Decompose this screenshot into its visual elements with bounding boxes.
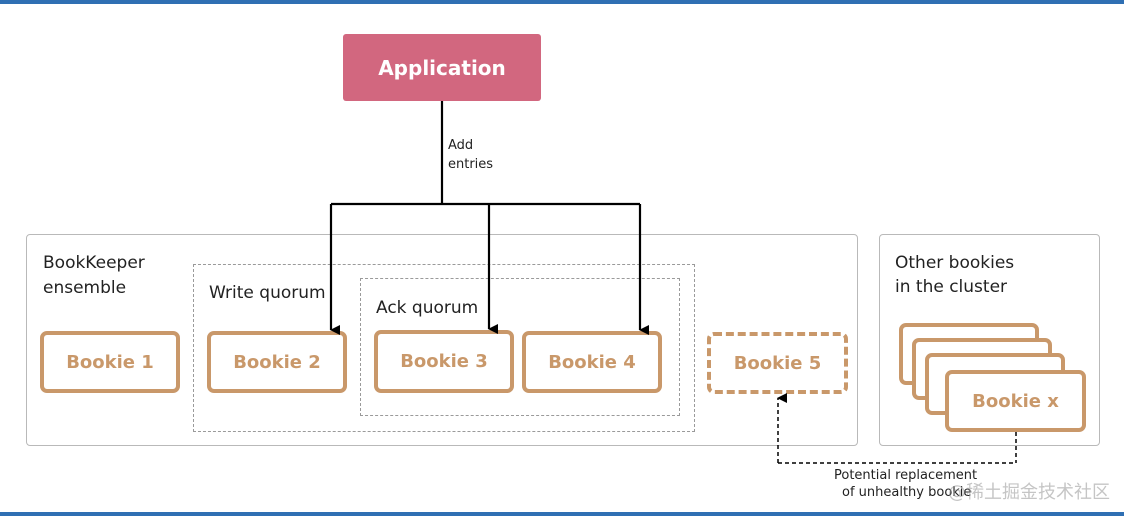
watermark: @稀土掘金技术社区 [948,482,1110,503]
application-label: Application [378,55,506,80]
bookie-x: Bookie x [945,370,1086,432]
bookie-3: Bookie 3 [374,330,514,393]
bookie-4: Bookie 4 [522,331,662,393]
ack-quorum-label: Ack quorum [376,298,479,318]
bookie-x-label: Bookie x [972,390,1059,412]
replacement-arrow [777,393,1017,464]
bookie-5-label: Bookie 5 [733,352,822,374]
ensemble-title-line1: BookKeeper [43,253,145,273]
write-quorum-group [193,264,695,432]
ensemble-title-line2: ensemble [43,278,127,298]
bottom-border [0,512,1124,516]
cluster-title-line1: Other bookies [895,253,1015,273]
add-entries-label-line2: entries [448,157,494,172]
bookie-1-label: Bookie 1 [66,351,154,373]
write-quorum-label: Write quorum [209,283,326,303]
bookie-1: Bookie 1 [40,331,180,393]
replacement-label-line2: of unhealthy bookie [842,485,972,500]
bookie-4-label: Bookie 4 [548,351,636,373]
application-node: Application [343,34,541,101]
add-entries-label-line1: Add [448,138,474,153]
cluster-title-line2: in the cluster [895,277,1008,297]
bookie-2-label: Bookie 2 [233,351,321,373]
bookie-2: Bookie 2 [207,331,347,393]
ack-quorum-group [360,278,680,416]
replacement-label-line1: Potential replacement [834,468,978,483]
top-border [0,0,1124,4]
bookie-5: Bookie 5 [707,332,848,394]
add-entries-arrows [329,101,649,335]
bookie-3-label: Bookie 3 [400,351,488,372]
